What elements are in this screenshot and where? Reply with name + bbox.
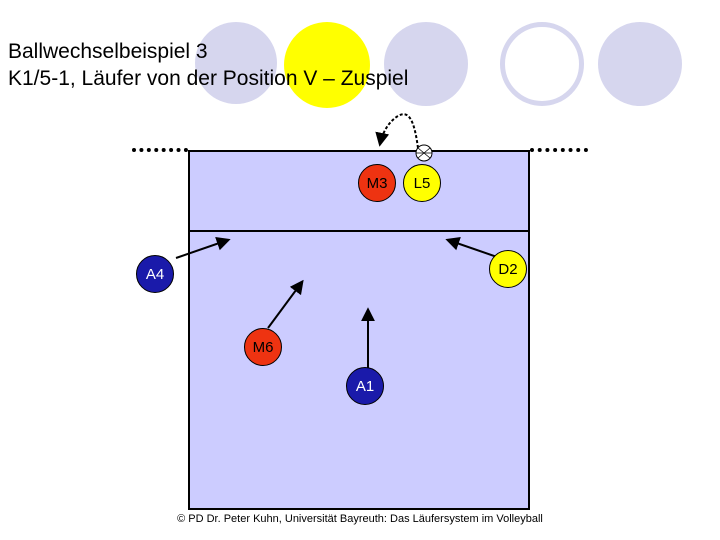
player-label: D2 bbox=[498, 260, 518, 278]
copyright-credit: © PD Dr. Peter Kuhn, Universität Bayreut… bbox=[177, 513, 543, 525]
title-line-2: K1/5-1, Läufer von der Position V – Zusp… bbox=[8, 67, 409, 90]
attack-line bbox=[188, 230, 530, 232]
player-a4: A4 bbox=[136, 255, 174, 293]
setter-curved-arrow bbox=[375, 113, 419, 149]
player-d2: D2 bbox=[489, 250, 527, 288]
arrow-m6 bbox=[267, 279, 304, 329]
title-line-1: Ballwechselbeispiel 3 bbox=[8, 40, 208, 63]
volleyball-icon bbox=[415, 144, 433, 162]
net-left bbox=[132, 148, 188, 152]
slide-title: Ballwechselbeispiel 3 K1/5-1, Läufer von… bbox=[8, 38, 408, 92]
player-a1: A1 bbox=[346, 367, 384, 405]
arrow-d2 bbox=[445, 237, 501, 259]
player-label: A1 bbox=[355, 377, 375, 395]
volleyball-court bbox=[188, 150, 530, 510]
player-l5: L5 bbox=[403, 164, 441, 202]
player-label: M6 bbox=[252, 338, 274, 356]
arrow-a4 bbox=[175, 237, 231, 259]
net-right bbox=[530, 148, 588, 152]
deco-circle-5 bbox=[598, 22, 682, 106]
deco-ring-1 bbox=[500, 22, 584, 106]
deco-circle-yellow bbox=[284, 22, 370, 108]
player-label: M3 bbox=[366, 174, 388, 192]
player-label: L5 bbox=[413, 174, 431, 192]
deco-circle-1 bbox=[195, 22, 277, 104]
deco-circle-3 bbox=[384, 22, 468, 106]
player-m6: M6 bbox=[244, 328, 282, 366]
player-label: A4 bbox=[145, 265, 165, 283]
player-m3: M3 bbox=[358, 164, 396, 202]
